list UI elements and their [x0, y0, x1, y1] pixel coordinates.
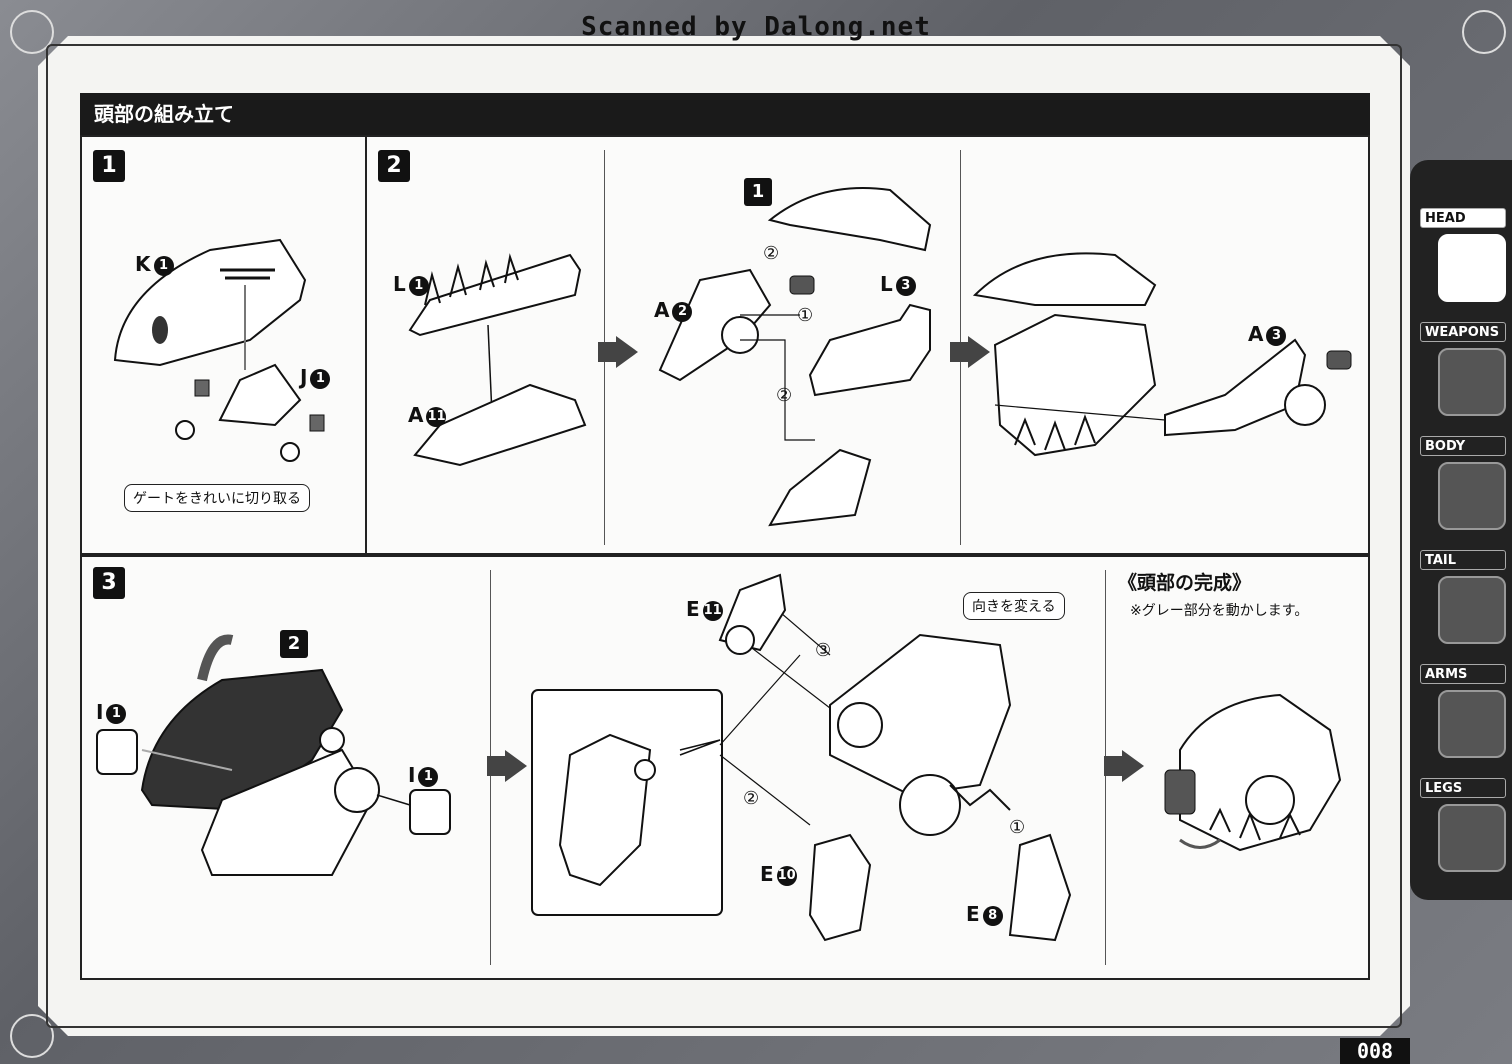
head-assembly-exploded-drawing: [658, 187, 932, 527]
step-number: 1: [93, 150, 125, 182]
order-mark: ③: [815, 640, 832, 661]
tab-head[interactable]: HEAD: [1418, 208, 1510, 304]
step-reference: 2: [280, 630, 308, 658]
next-step-arrow-icon: [487, 750, 527, 782]
legs-icon: [1438, 804, 1506, 872]
next-step-arrow-icon: [950, 336, 990, 368]
tab-label: LEGS: [1420, 778, 1506, 798]
weapons-icon: [1438, 348, 1506, 416]
completion-note: ※グレー部分を動かします。: [1130, 603, 1309, 619]
jaw-hinge-exploded-drawing: [531, 573, 1072, 942]
scan-credit: Scanned by Dalong.net: [581, 12, 931, 42]
page-number: 008: [1340, 1038, 1410, 1064]
panel-divider: [365, 135, 367, 555]
compass-mark-icon: [10, 10, 54, 54]
tab-arms[interactable]: ARMS: [1418, 664, 1510, 760]
tab-label: HEAD: [1420, 208, 1506, 228]
tail-icon: [1438, 576, 1506, 644]
tab-body[interactable]: BODY: [1418, 436, 1510, 532]
completion-title: 《頭部の完成》: [1118, 572, 1252, 594]
order-mark: ②: [763, 243, 780, 264]
tab-label: TAIL: [1420, 550, 1506, 570]
order-mark: ②: [776, 385, 793, 406]
next-step-arrow-icon: [598, 336, 638, 368]
section-title: 頭部の組み立て: [80, 93, 1370, 135]
compass-mark-icon: [10, 1014, 54, 1058]
order-mark: ①: [797, 305, 814, 326]
step-number: 3: [93, 567, 125, 599]
step-number: 2: [378, 150, 410, 182]
tab-legs[interactable]: LEGS: [1418, 778, 1510, 874]
section-tab-bar: HEAD WEAPONS BODY TAIL ARMS LEGS: [1410, 160, 1512, 900]
head-shell-closing-drawing: [96, 634, 451, 876]
compass-mark-icon: [1462, 10, 1506, 54]
body-icon: [1438, 462, 1506, 530]
order-mark: ①: [1009, 817, 1026, 838]
head-icon: [1438, 234, 1506, 302]
completed-head-drawing: [1164, 693, 1342, 852]
gate-trim-callout: ゲートをきれいに切り取る: [124, 484, 310, 512]
tab-tail[interactable]: TAIL: [1418, 550, 1510, 646]
tab-weapons[interactable]: WEAPONS: [1418, 322, 1510, 418]
jaw-part-drawing: [408, 253, 587, 467]
head-assembled-drawing: [972, 252, 1352, 457]
arms-icon: [1438, 690, 1506, 758]
tab-label: WEAPONS: [1420, 322, 1506, 342]
tab-label: BODY: [1420, 436, 1506, 456]
rotate-callout: 向きを変える: [963, 592, 1065, 620]
order-mark: ②: [743, 788, 760, 809]
next-step-arrow-icon: [1104, 750, 1144, 782]
step-reference: 1: [744, 178, 772, 206]
tab-label: ARMS: [1420, 664, 1506, 684]
head-cover-part-drawing: [113, 238, 325, 462]
